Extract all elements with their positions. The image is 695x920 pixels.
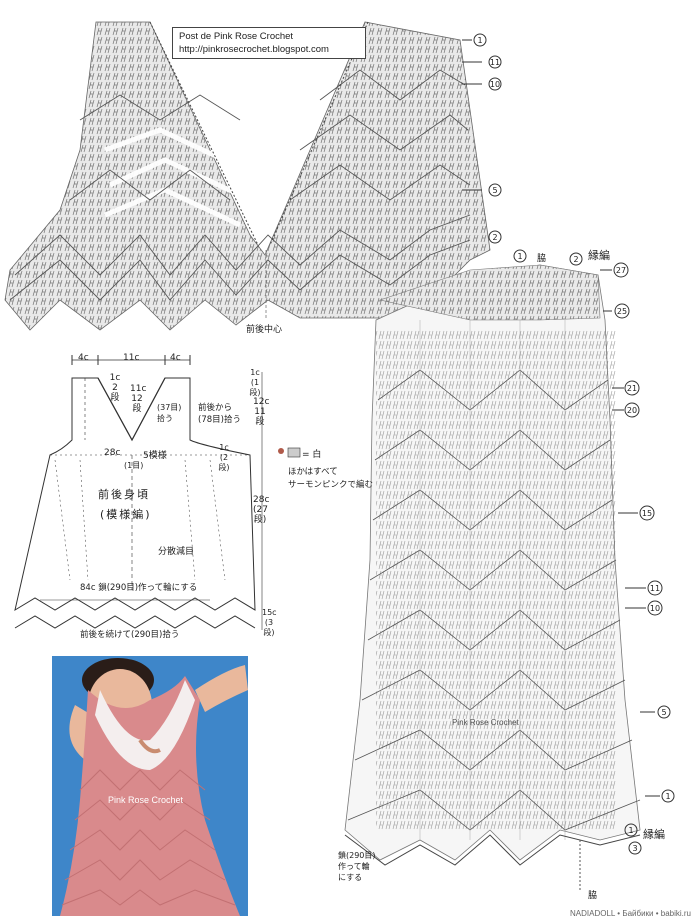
legend-note-1: ほかはすべて [288, 467, 338, 477]
right-top-part: 段) [249, 388, 261, 397]
right-hem-label: 15c (3 段) [262, 608, 277, 638]
row-marker: 2 [573, 255, 578, 264]
right-body-part: 段) [253, 515, 267, 525]
neck-rows-part: 段 [110, 393, 120, 403]
row-marker: 5 [661, 708, 666, 717]
right-top-label: 1c (1 段) [248, 368, 262, 398]
row-marker: 11 [650, 584, 660, 593]
credit-box: Post de Pink Rose Crochet http://pinkros… [172, 27, 366, 59]
bust-sts: (1目) [124, 461, 144, 470]
row-marker: 2 [492, 233, 497, 242]
row-marker: 15 [642, 509, 652, 518]
chain-note: 鎖(290目) 作って輪 にする [338, 850, 376, 883]
right-yoke-part: 12c [253, 397, 270, 407]
top-yoke-chart [4, 21, 491, 331]
right-top-part: (1 [250, 378, 260, 387]
dress-schematic [14, 355, 263, 630]
credit-title: Post de Pink Rose Crochet [179, 31, 294, 42]
neck-rows-part: 1c [109, 373, 121, 383]
dim-top-left: 4c [78, 353, 89, 363]
chain-note-line: 作って輪 [338, 862, 370, 871]
right-yoke-label: 12c 11 段 [253, 397, 270, 427]
legend-swatch [278, 447, 301, 458]
neck-rows-label: 1c 2 段 [108, 373, 122, 403]
row-marker: 25 [617, 307, 627, 316]
top-row-markers: 1 11 10 5 2 1 [462, 33, 527, 263]
row-marker: 1 [665, 792, 670, 801]
body-title: 前後身頃 [98, 488, 150, 501]
side-seam-label-bottom: 脇 [588, 891, 598, 901]
dim-top-right: 4c [170, 353, 181, 363]
right-hem-part: (3 [264, 618, 274, 627]
right-body-part: 28c [253, 495, 270, 505]
footer-credit: NADIADOLL • Байбики • babiki.ru [570, 909, 691, 918]
right-body-part: (27 [253, 505, 268, 515]
row-marker: 1 [477, 36, 482, 45]
photo-watermark: Pink Rose Crochet [108, 795, 184, 805]
row-marker: 10 [650, 604, 660, 613]
right-top-part: 1c [250, 368, 260, 377]
right-body-chart [344, 264, 641, 890]
right-yoke-part: 11 [254, 407, 266, 417]
bust-width: 28c [104, 448, 121, 458]
hem-chain-label: 84c 鎖(290目)作って輪にする [80, 583, 198, 593]
pick-front-part: (78目)拾う [198, 415, 241, 425]
row-marker: 3 [632, 844, 637, 853]
row-marker: 20 [627, 406, 637, 415]
v-depth-label: 11c 12 段 [130, 384, 147, 414]
shoulder-rows-part: (2 [219, 453, 229, 462]
side-seam-label-top: 脇 [537, 254, 547, 264]
body-subtitle: (模様編) [100, 508, 152, 521]
right-row-markers: 2 27 25 21 20 15 11 10 5 1 1 3 [569, 252, 675, 855]
row-marker: 11 [490, 58, 500, 67]
right-yoke-part: 段 [255, 417, 265, 427]
right-body-label: 28c (27 段) [253, 495, 270, 525]
right-hem-part: 15c [262, 608, 277, 617]
row-marker: 21 [627, 384, 637, 393]
row-marker: 10 [490, 80, 500, 89]
chain-note-line: 鎖(290目) [338, 851, 376, 860]
v-depth-part: 11c [130, 384, 147, 394]
shoulder-rows-part: 段) [218, 463, 230, 472]
dress-photo [52, 656, 248, 916]
center-front-back-label: 前後中心 [246, 325, 283, 335]
v-depth-part: 12 [131, 394, 143, 404]
decrease-label: 分散減目 [158, 547, 195, 557]
dim-top-mid: 11c [123, 353, 140, 363]
pick-front-label: 前後から (78目)拾う [198, 402, 241, 426]
pattern-count: 5模様 [143, 451, 167, 461]
v-depth-part: 段 [132, 404, 142, 414]
pick-side-part: 拾う [157, 414, 173, 423]
hem-pick-label: 前後を続けて(290目)拾う [80, 630, 180, 640]
row-marker: 5 [492, 186, 497, 195]
edging-label-bottom: 縁編 [643, 828, 665, 841]
shoulder-rows-part: 1c [219, 443, 229, 452]
pick-side-label: (37目) 拾う [157, 402, 181, 424]
chart-watermark: Pink Rose Crochet [452, 718, 519, 727]
shoulder-rows-label: 1c (2 段) [217, 443, 231, 473]
right-hem-part: 段) [263, 628, 275, 637]
legend-white: = 白 [302, 450, 322, 460]
row-marker: 1 [628, 826, 633, 835]
legend-note-2: サーモンピンクで編む [288, 480, 374, 490]
neck-rows-part: 2 [112, 383, 118, 393]
credit-url[interactable]: http://pinkrosecrochet.blogspot.com [179, 44, 329, 55]
edging-label-top: 縁編 [588, 249, 610, 262]
chain-note-line: にする [338, 873, 363, 882]
row-marker: 1 [517, 252, 522, 261]
pick-front-part: 前後から [198, 403, 233, 413]
pick-side-part: (37目) [157, 403, 182, 412]
row-marker: 27 [616, 266, 626, 275]
